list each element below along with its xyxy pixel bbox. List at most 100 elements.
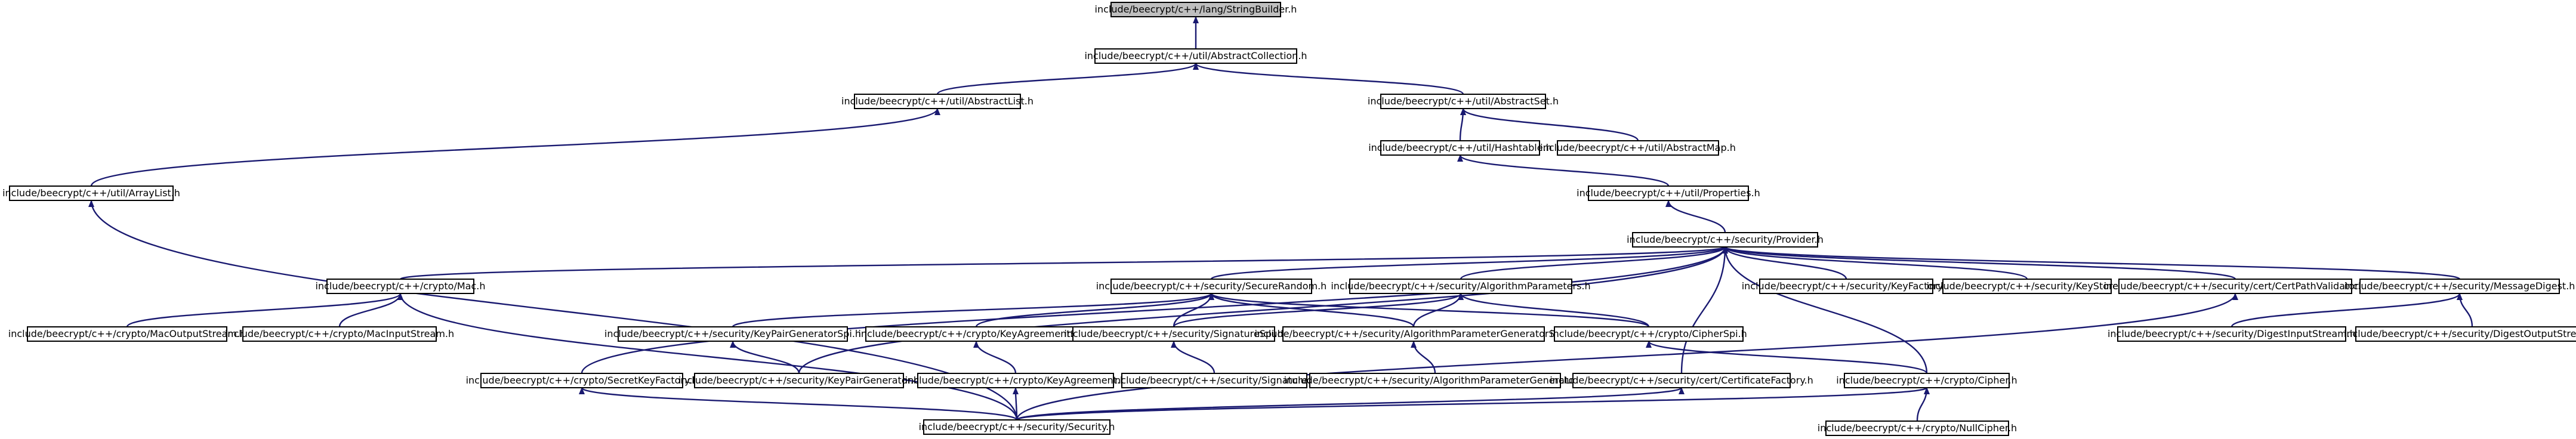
node-label-kaspi: include/beecrypt/c++/crypto/KeyAgreement… [858, 328, 1094, 339]
node-box-digestinput [2117, 326, 2346, 342]
node-kaspi[interactable]: include/beecrypt/c++/crypto/KeyAgreement… [858, 326, 1094, 342]
edge-arraylist-to-abstractlist [90, 108, 940, 187]
node-sigspi[interactable]: include/beecrypt/c++/security/SignatureS… [1064, 326, 1284, 342]
node-signature[interactable]: include/beecrypt/c++/security/Signature.… [1112, 373, 1317, 388]
edge-digestinput-to-messagedigest [2231, 293, 2463, 327]
node-keystore[interactable]: include/beecrypt/c++/security/KeyStore.h [1927, 279, 2128, 294]
node-box-keystore [1942, 279, 2112, 294]
node-label-keyfactory: include/beecrypt/c++/security/KeyFactory… [1742, 280, 1951, 292]
node-box-abstractset [1380, 94, 1546, 109]
edge-security-to-keyagreement [1013, 387, 1019, 421]
edge-secretkeyfactory-to-provider [581, 246, 1728, 374]
node-certpathvalidator[interactable]: include/beecrypt/c++/security/cert/CertP… [2104, 279, 2367, 294]
node-box-keyfactory [1759, 279, 1933, 294]
node-arraylist[interactable]: include/beecrypt/c++/util/ArrayList.h [2, 186, 180, 201]
node-label-securerandom: include/beecrypt/c++/security/SecureRand… [1096, 280, 1327, 292]
node-kpg[interactable]: include/beecrypt/c++/security/KeyPairGen… [678, 373, 920, 388]
node-abstractset[interactable]: include/beecrypt/c++/util/AbstractSet.h [1368, 94, 1559, 109]
node-box-kpgspi [618, 326, 848, 342]
edge-properties-to-hashtable [1457, 154, 1670, 187]
node-box-stringbuilder [1110, 2, 1281, 17]
node-algparams[interactable]: include/beecrypt/c++/security/AlgorithmP… [1331, 279, 1591, 294]
node-label-properties: include/beecrypt/c++/util/Properties.h [1577, 187, 1760, 199]
node-label-security: include/beecrypt/c++/security/Security.h [919, 421, 1115, 432]
node-box-secretkeyfactory [480, 373, 683, 388]
node-label-signature: include/beecrypt/c++/security/Signature.… [1112, 375, 1317, 386]
node-apg[interactable]: include/beecrypt/c++/security/AlgorithmP… [1284, 373, 1587, 388]
node-keyagreement[interactable]: include/beecrypt/c++/crypto/KeyAgreement… [905, 373, 1126, 388]
node-label-secretkeyfactory: include/beecrypt/c++/crypto/SecretKeyFac… [466, 375, 698, 386]
node-label-apgspi: include/beecrypt/c++/security/AlgorithmP… [1255, 328, 1573, 339]
edge-cipher-to-provider [1722, 246, 1928, 374]
node-box-macinputstream [242, 326, 437, 342]
node-digestoutput[interactable]: include/beecrypt/c++/security/DigestOutp… [2344, 326, 2576, 342]
node-box-keyagreement [917, 373, 1114, 388]
node-box-digestoutput [2355, 326, 2576, 342]
node-box-securerandom [1110, 279, 1312, 294]
node-box-nullcipher [1825, 421, 2009, 436]
edge-keystore-to-provider [1722, 246, 2028, 280]
edge-kpgspi-to-securerandom [732, 292, 1214, 328]
node-box-apg [1309, 373, 1561, 388]
edge-security-to-certfactory [1016, 387, 1685, 421]
node-label-macoutputstream: include/beecrypt/c++/crypto/MacOutputStr… [8, 328, 246, 339]
node-cipher[interactable]: include/beecrypt/c++/crypto/Cipher.h [1836, 373, 2017, 388]
node-box-kaspi [865, 326, 1087, 342]
edge-cipher-to-cipherspi [1646, 340, 1928, 375]
node-kpgspi[interactable]: include/beecrypt/c++/security/KeyPairGen… [604, 326, 861, 342]
node-secretkeyfactory[interactable]: include/beecrypt/c++/crypto/SecretKeyFac… [466, 373, 698, 388]
node-label-mac: include/beecrypt/c++/crypto/Mac.h [316, 280, 486, 292]
node-label-digestoutput: include/beecrypt/c++/security/DigestOutp… [2344, 328, 2576, 339]
node-certfactory[interactable]: include/beecrypt/c++/security/cert/Certi… [1550, 373, 1813, 388]
node-box-sigspi [1072, 326, 1275, 342]
node-cipherspi[interactable]: include/beecrypt/c++/crypto/CipherSpi.h [1550, 326, 1747, 342]
node-abstractlist[interactable]: include/beecrypt/c++/util/AbstractList.h [841, 94, 1034, 109]
edge-cipherspi-to-algparams [1458, 293, 1650, 327]
node-label-digestinput: include/beecrypt/c++/security/DigestInpu… [2108, 328, 2356, 339]
node-provider[interactable]: include/beecrypt/c++/security/Provider.h [1627, 232, 1824, 248]
node-digestinput[interactable]: include/beecrypt/c++/security/DigestInpu… [2108, 326, 2356, 342]
node-nullcipher[interactable]: include/beecrypt/c++/crypto/NullCipher.h [1818, 421, 2017, 436]
node-label-keyagreement: include/beecrypt/c++/crypto/KeyAgreement… [905, 375, 1126, 386]
node-abstractmap[interactable]: include/beecrypt/c++/util/AbstractMap.h [1540, 140, 1736, 156]
edge-certfactory-to-provider [1680, 246, 1728, 374]
edge-security-to-cipher [1016, 387, 1930, 421]
edge-abstractset-to-abstractcollection [1193, 62, 1464, 95]
node-abstractcollection[interactable]: include/beecrypt/c++/util/AbstractCollec… [1084, 48, 1307, 64]
node-apgspi[interactable]: include/beecrypt/c++/security/AlgorithmP… [1255, 326, 1573, 342]
node-label-abstractlist: include/beecrypt/c++/util/AbstractList.h [841, 95, 1034, 107]
node-keyfactory[interactable]: include/beecrypt/c++/security/KeyFactory… [1742, 279, 1951, 294]
edge-sigspi-to-algparams [1173, 293, 1464, 327]
node-box-signature [1121, 373, 1307, 388]
node-label-abstractmap: include/beecrypt/c++/util/AbstractMap.h [1540, 142, 1736, 153]
edge-digestoutput-to-messagedigest [2457, 293, 2473, 327]
edge-kpg-to-provider [798, 246, 1728, 374]
node-messagedigest[interactable]: include/beecrypt/c++/security/MessageDig… [2344, 279, 2575, 294]
node-mac[interactable]: include/beecrypt/c++/crypto/Mac.h [316, 279, 486, 294]
node-box-hashtable [1380, 140, 1540, 156]
node-box-cipher [1844, 373, 2010, 388]
node-security[interactable]: include/beecrypt/c++/security/Security.h [919, 419, 1115, 435]
node-box-algparams [1349, 279, 1572, 294]
node-label-nullcipher: include/beecrypt/c++/crypto/NullCipher.h [1818, 422, 2017, 434]
node-hashtable[interactable]: include/beecrypt/c++/util/Hashtable.h [1368, 140, 1552, 156]
node-label-algparams: include/beecrypt/c++/security/AlgorithmP… [1331, 280, 1590, 292]
node-box-certpathvalidator [2118, 279, 2352, 294]
node-label-kpgspi: include/beecrypt/c++/security/KeyPairGen… [604, 328, 861, 339]
node-box-messagedigest [2359, 279, 2560, 294]
node-label-abstractset: include/beecrypt/c++/util/AbstractSet.h [1368, 95, 1559, 107]
node-macinputstream[interactable]: include/beecrypt/c++/crypto/MacInputStre… [225, 326, 454, 342]
edge-abstractlist-to-abstractcollection [936, 63, 1199, 95]
node-properties[interactable]: include/beecrypt/c++/util/Properties.h [1577, 186, 1760, 201]
node-box-macoutputstream [27, 326, 227, 342]
edge-keyfactory-to-provider [1722, 246, 1847, 280]
edge-keyagreement-to-kaspi [973, 341, 1017, 374]
node-securerandom[interactable]: include/beecrypt/c++/security/SecureRand… [1096, 279, 1327, 294]
edge-security-to-mac [397, 293, 1018, 421]
node-box-cipherspi [1554, 326, 1744, 342]
node-box-properties [1588, 186, 1749, 201]
node-macoutputstream[interactable]: include/beecrypt/c++/crypto/MacOutputStr… [8, 326, 246, 342]
node-box-provider [1632, 232, 1818, 248]
node-label-certpathvalidator: include/beecrypt/c++/security/cert/CertP… [2104, 280, 2367, 292]
edge-cipherspi-to-securerandom [1208, 292, 1650, 328]
